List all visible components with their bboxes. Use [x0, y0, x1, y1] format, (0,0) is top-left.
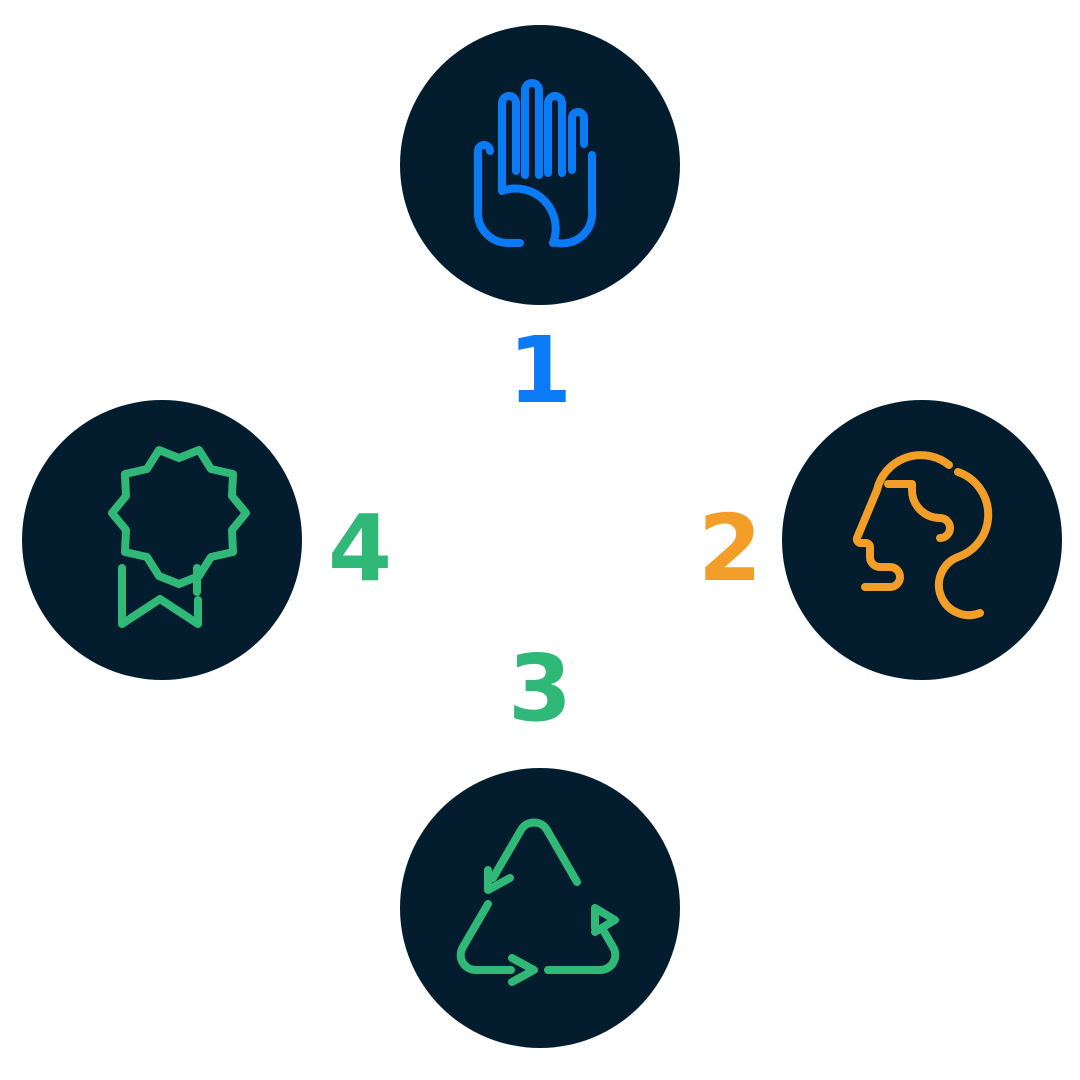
recycle-icon	[456, 818, 620, 986]
step-1-circle	[400, 25, 680, 305]
human-head-profile-icon	[852, 451, 993, 619]
step-2-circle	[782, 400, 1062, 680]
step-4-circle	[22, 400, 302, 680]
step-2-number: 2	[697, 495, 762, 602]
step-3-number: 3	[507, 635, 572, 742]
step-1-number: 1	[507, 317, 572, 424]
hand-stop-icon	[474, 79, 597, 248]
step-3-circle	[400, 768, 680, 1048]
step-4-number: 4	[327, 495, 392, 602]
award-badge-icon	[108, 446, 250, 628]
